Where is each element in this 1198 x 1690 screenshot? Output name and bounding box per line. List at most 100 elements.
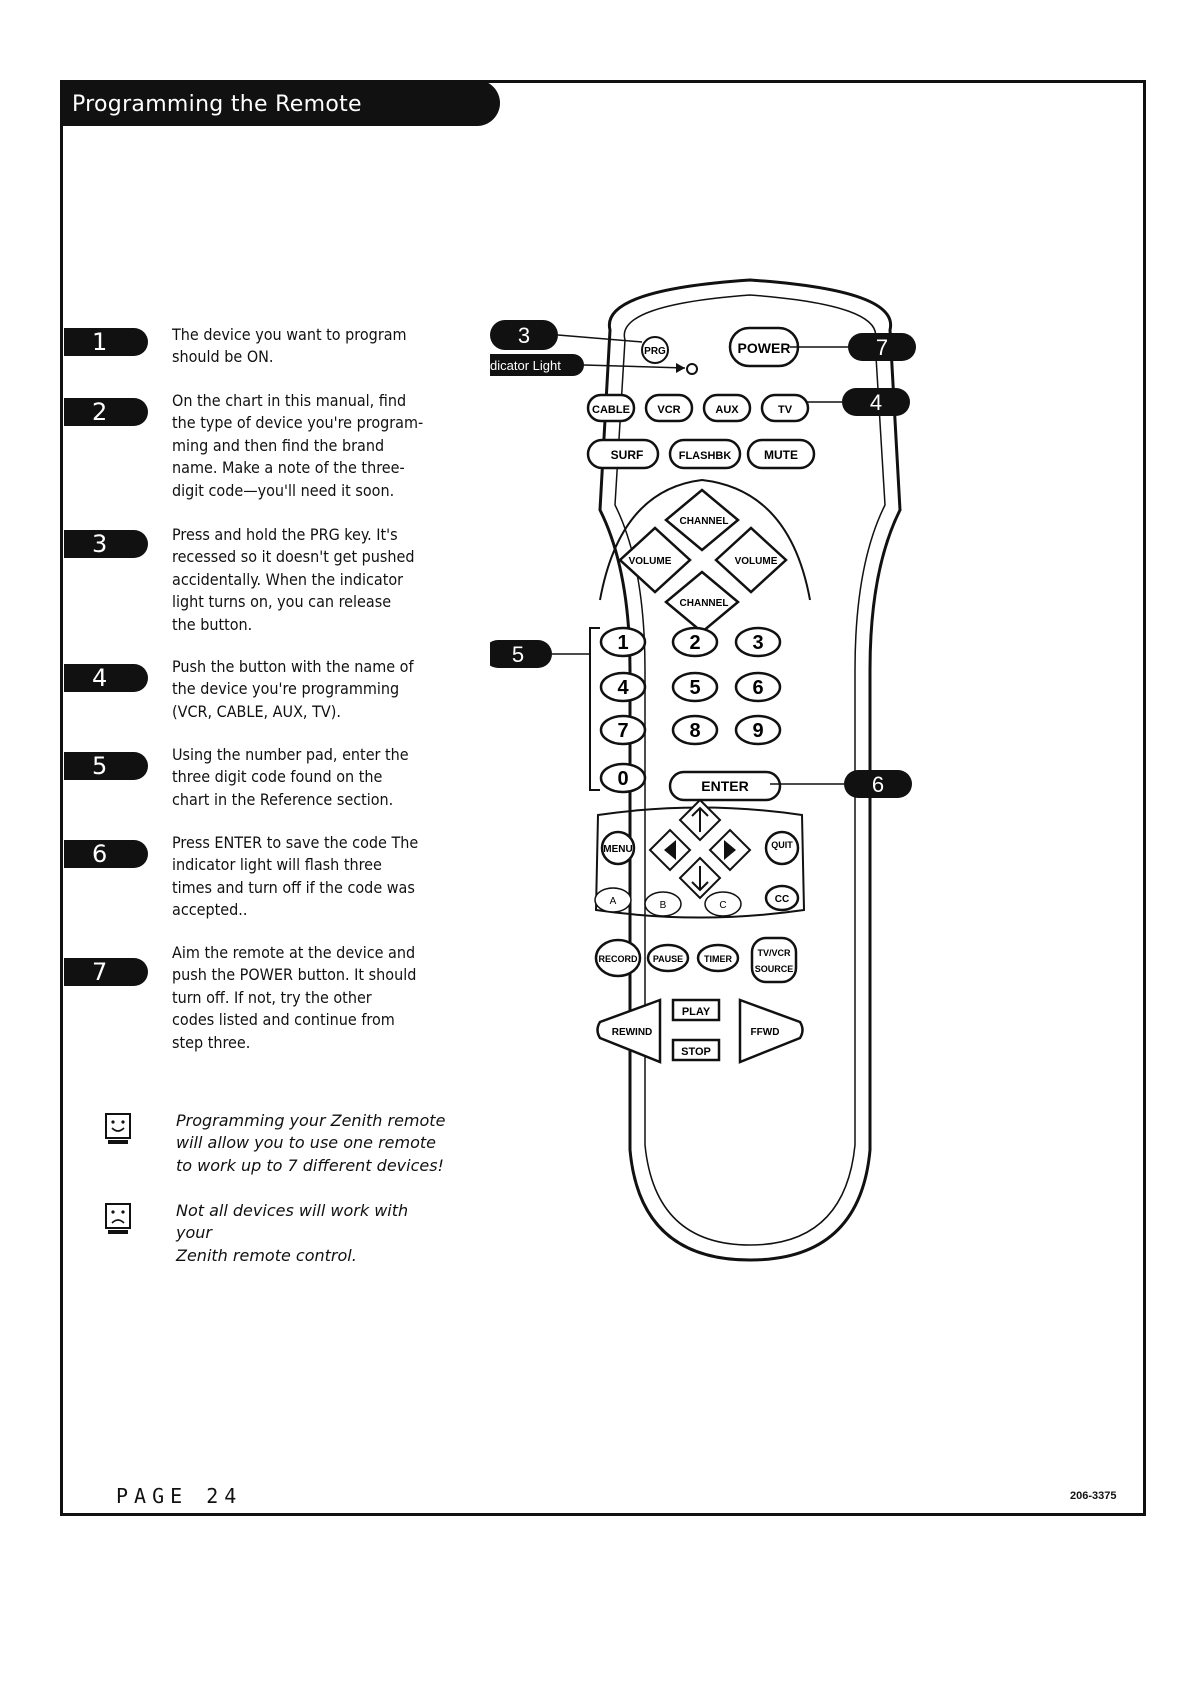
digit-0-label: 0 xyxy=(617,768,628,790)
callout-3: 3 xyxy=(490,320,643,350)
a-button[interactable] xyxy=(594,887,632,913)
digit-3-label: 3 xyxy=(752,632,763,654)
callout-5: 5 xyxy=(490,640,590,668)
digit-1-label: 1 xyxy=(617,632,628,654)
cc-button[interactable] xyxy=(764,884,800,912)
aux-label: AUX xyxy=(715,404,739,416)
prg-label: PRG xyxy=(644,346,666,357)
svg-text:6: 6 xyxy=(872,772,884,797)
digit-7-label: 7 xyxy=(617,720,628,742)
right-arrow-icon xyxy=(724,840,736,860)
volume-left-button[interactable] xyxy=(618,526,692,594)
enter-button[interactable] xyxy=(668,770,782,802)
volume-left-label: VOLUME xyxy=(629,556,672,567)
indicator-light-callout: Indicator Light xyxy=(490,354,686,376)
step-text: The device you want to program should be… xyxy=(172,325,407,367)
page-title: Programming the Remote xyxy=(72,92,362,117)
flashbk-label: FLASHBK xyxy=(679,450,732,462)
page-frame xyxy=(60,80,1146,1516)
surf-label: SURF xyxy=(611,448,644,462)
step-number-badge: 7 xyxy=(64,958,148,986)
pause-label: PAUSE xyxy=(653,954,683,964)
callout-6: 6 xyxy=(770,770,912,798)
tip-text: Programming your Zenith remote will allo… xyxy=(176,1111,446,1175)
record-button[interactable] xyxy=(594,938,642,978)
prg-button[interactable] xyxy=(641,336,669,364)
cable-label: CABLE xyxy=(592,404,630,416)
tv-vcr-source-button[interactable] xyxy=(750,936,798,984)
digit-5-label: 5 xyxy=(689,677,700,699)
tip-text: Not all devices will work with your Zeni… xyxy=(176,1201,409,1265)
indicator-light-label: Indicator Light xyxy=(490,358,561,373)
flashbk-button[interactable] xyxy=(668,438,742,470)
mute-label: MUTE xyxy=(764,448,798,462)
quit-label: QUIT xyxy=(771,840,793,850)
c-button[interactable] xyxy=(704,891,742,917)
remote-body-outer xyxy=(598,278,902,1262)
vcr-label: VCR xyxy=(657,404,680,416)
channel-up-label: CHANNEL xyxy=(680,516,729,527)
svg-text:7: 7 xyxy=(876,335,888,360)
digit-6-button[interactable] xyxy=(734,671,782,703)
surf-button[interactable] xyxy=(586,438,660,470)
ffwd-label: FFWD xyxy=(751,1027,780,1038)
tv-button[interactable] xyxy=(760,393,810,423)
digit-4-button[interactable] xyxy=(599,671,647,703)
digit-3-button[interactable] xyxy=(734,626,782,658)
menu-area-outline xyxy=(594,806,806,919)
header-tab xyxy=(60,80,500,126)
svg-text:3: 3 xyxy=(518,323,530,348)
channel-up-button[interactable] xyxy=(664,488,740,552)
stop-button[interactable] xyxy=(671,1038,721,1062)
document-code: 206-3375 xyxy=(1070,1490,1117,1502)
digit-2-button[interactable] xyxy=(671,626,719,658)
digit-2-label: 2 xyxy=(689,632,700,654)
page-number: PAGE 24 xyxy=(116,1484,243,1508)
b-button[interactable] xyxy=(644,891,682,917)
step-text: Using the number pad, enter the three di… xyxy=(172,745,409,809)
digit-8-label: 8 xyxy=(689,720,700,742)
timer-button[interactable] xyxy=(696,943,740,973)
stop-label: STOP xyxy=(681,1046,711,1058)
cc-label: CC xyxy=(775,894,789,905)
callout-4: 4 xyxy=(806,388,910,416)
down-arrow-icon xyxy=(691,866,709,892)
remote-body-inner xyxy=(614,294,886,1246)
digit-9-button[interactable] xyxy=(734,714,782,746)
vcr-button[interactable] xyxy=(644,393,694,423)
digit-0-button[interactable] xyxy=(599,762,647,794)
timer-label: TIMER xyxy=(704,954,732,964)
rewind-label: REWIND xyxy=(612,1027,653,1038)
digit-4-label: 4 xyxy=(617,677,629,699)
up-arrow-icon xyxy=(691,806,709,832)
step-number-badge: 4 xyxy=(64,664,148,692)
digit-7-button[interactable] xyxy=(599,714,647,746)
aux-button[interactable] xyxy=(702,393,752,423)
svg-text:5: 5 xyxy=(512,642,524,667)
play-button[interactable] xyxy=(671,998,721,1022)
mute-button[interactable] xyxy=(746,438,816,470)
volume-right-button[interactable] xyxy=(714,526,788,594)
digit-5-button[interactable] xyxy=(671,671,719,703)
digit-1-button[interactable] xyxy=(599,626,647,658)
pause-button[interactable] xyxy=(646,943,690,973)
menu-button[interactable] xyxy=(600,830,636,866)
digit-8-button[interactable] xyxy=(671,714,719,746)
ffwd-button[interactable] xyxy=(738,998,804,1064)
source-label: SOURCE xyxy=(755,964,794,974)
nav-cluster-outline xyxy=(599,478,811,601)
step-text: Press and hold the PRG key. It's recesse… xyxy=(172,525,415,634)
step-text: On the chart in this manual, find the ty… xyxy=(172,391,424,500)
rewind-button[interactable] xyxy=(596,998,662,1064)
digit-6-label: 6 xyxy=(752,677,763,699)
b-label: B xyxy=(660,900,667,911)
sad-face-icon xyxy=(105,1203,131,1234)
left-arrow-icon xyxy=(664,840,676,860)
tv-label: TV xyxy=(778,404,793,416)
cable-button[interactable] xyxy=(586,393,636,423)
play-label: PLAY xyxy=(682,1006,711,1018)
quit-button[interactable] xyxy=(764,830,800,866)
enter-label: ENTER xyxy=(701,778,748,794)
happy-face-icon xyxy=(105,1113,131,1144)
